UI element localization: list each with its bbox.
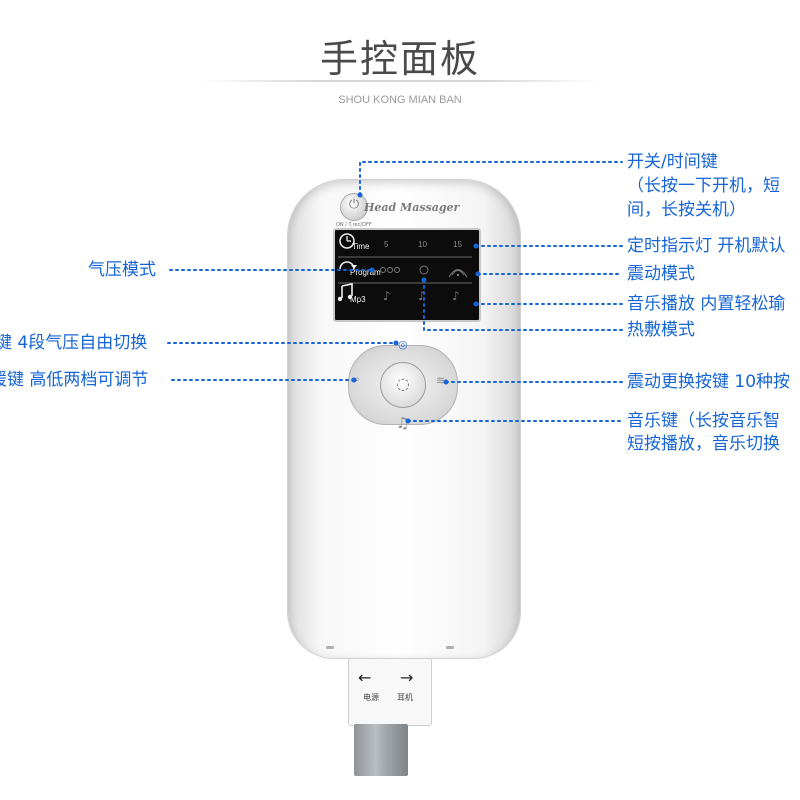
center-button[interactable]: ◌	[380, 362, 426, 408]
port-left	[326, 646, 334, 649]
callout-music-key-2: 短按播放，音乐切换	[627, 434, 780, 454]
port-right	[446, 646, 454, 649]
brand-name: Head Massager	[364, 201, 460, 214]
svg-text:♪: ♪	[452, 289, 460, 303]
screen-timer-15: 15	[453, 240, 462, 249]
callout-music-key-1: 音乐键（长按音乐智	[627, 411, 780, 431]
arrow-left-icon: ←	[358, 668, 372, 687]
screen-mp3-label: Mp3	[350, 295, 366, 304]
screen-timer-10: 10	[418, 240, 427, 249]
arrow-right-icon: →	[400, 668, 414, 687]
page-title: 手控面板	[319, 37, 480, 81]
heat-icon	[419, 265, 429, 275]
vibration-button[interactable]: ≋	[436, 374, 446, 387]
plug-label-earphone: 耳机	[397, 693, 413, 702]
music-note-icon	[337, 283, 353, 302]
power-icon: ⏻	[348, 197, 360, 212]
power-button-label: ON / T.rec/OFF	[336, 222, 372, 228]
callout-power-desc-1: （长按一下开机，短	[627, 176, 780, 196]
callout-power-key: 开关/时间键	[627, 152, 718, 172]
heat-button[interactable]: ◎	[398, 338, 408, 351]
power-button[interactable]: ⏻	[340, 193, 368, 221]
callout-air-mode: 气压模式	[88, 260, 156, 280]
screen-time-label: Time	[352, 242, 370, 251]
callout-power-desc-2: 间，长按关机）	[627, 200, 746, 220]
plug-connector	[354, 724, 408, 776]
air-icon	[380, 267, 400, 273]
callout-timer-indicator: 定时指示灯 开机默认	[627, 236, 786, 256]
callout-heat-key: 暖键 高低两档可调节	[0, 370, 149, 390]
plug-label-power: 电源	[363, 693, 379, 702]
svg-text:♪: ♪	[418, 289, 426, 303]
music-button[interactable]: ♫	[396, 414, 410, 432]
callout-air-key: 键 4段气压自由切换	[0, 333, 148, 353]
program-icon: ◌	[396, 374, 410, 393]
callout-vibration-key: 震动更换按键 10种按	[627, 372, 791, 392]
screen-program-label: Program	[350, 268, 381, 277]
page-subtitle: SHOU KONG MIAN BAN	[338, 94, 462, 106]
callout-vibration-mode: 震动模式	[627, 264, 695, 284]
callout-music-play: 音乐播放 内置轻松瑜	[627, 294, 786, 314]
screen-timer-5: 5	[384, 240, 389, 249]
svg-text:♪: ♪	[383, 289, 391, 303]
vibration-icon	[448, 269, 468, 278]
program-icon	[339, 261, 357, 270]
callout-heat-mode: 热敷模式	[627, 320, 695, 340]
clock-icon	[339, 233, 355, 249]
title-divider	[200, 80, 600, 82]
